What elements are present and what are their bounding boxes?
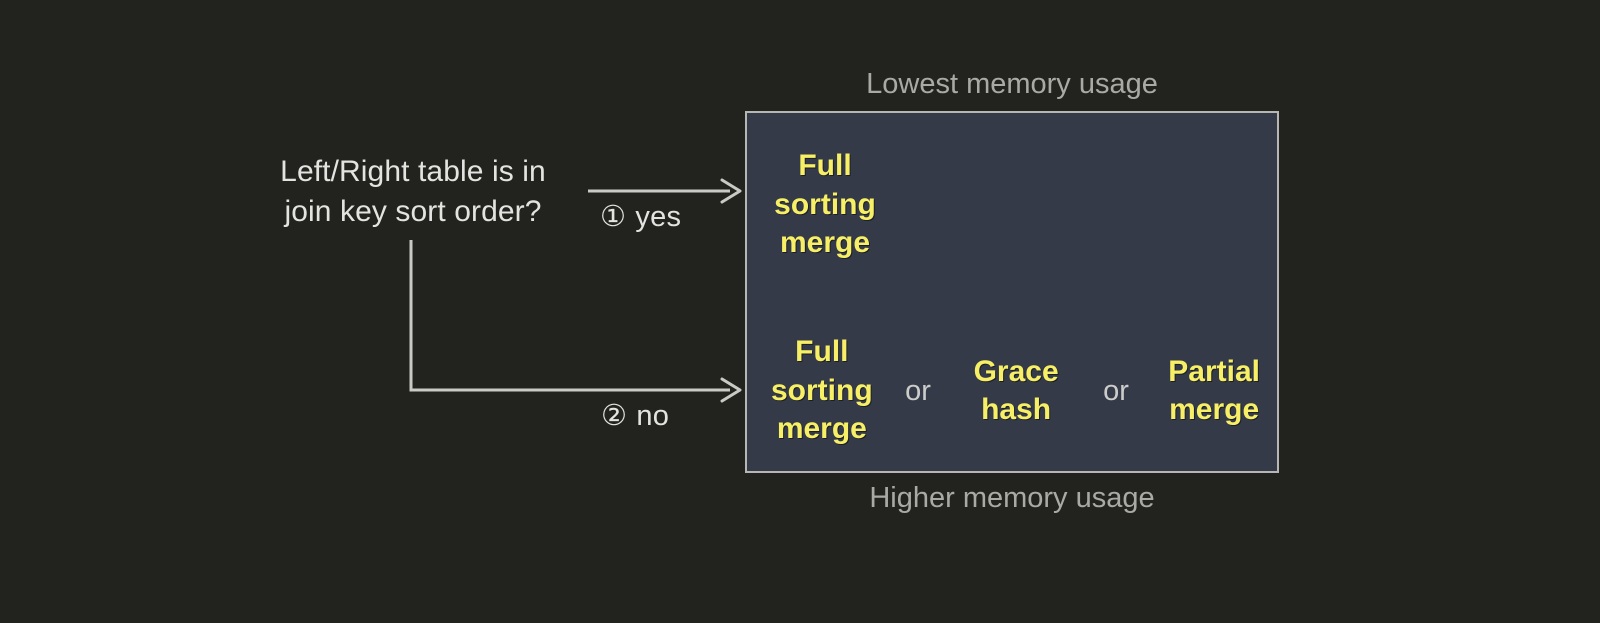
option-grace-hash: Grace hash [973, 354, 1059, 426]
decision-question: Left/Right table is in join key sort ord… [280, 155, 546, 228]
option-full-sorting-merge-unsorted: Full sorting merge [771, 335, 873, 446]
unsorted-options-row: Full sorting merge or Grace hash or Part… [747, 321, 1289, 461]
no-arrow-head [720, 377, 742, 403]
no-arrow-line [409, 240, 730, 392]
option-separator-1: or [905, 374, 931, 407]
option-partial-merge: Partial merge [1168, 354, 1261, 426]
branch-text-no: no [636, 400, 670, 432]
branch-text-yes: yes [635, 201, 682, 233]
branch-marker-1: ① [600, 201, 627, 233]
caption-lowest-memory: Lowest memory usage [866, 68, 1158, 100]
option-separator-2: or [1103, 374, 1129, 407]
caption-higher-memory: Higher memory usage [869, 482, 1155, 514]
option-full-sorting-merge-sorted: Full sorting merge [774, 149, 876, 260]
yes-arrow-head [720, 178, 742, 204]
branch-marker-2: ② [601, 400, 628, 432]
options-box: Full sorting merge Full sorting merge or… [745, 111, 1279, 473]
sorted-options-row: Full sorting merge [747, 135, 1277, 275]
